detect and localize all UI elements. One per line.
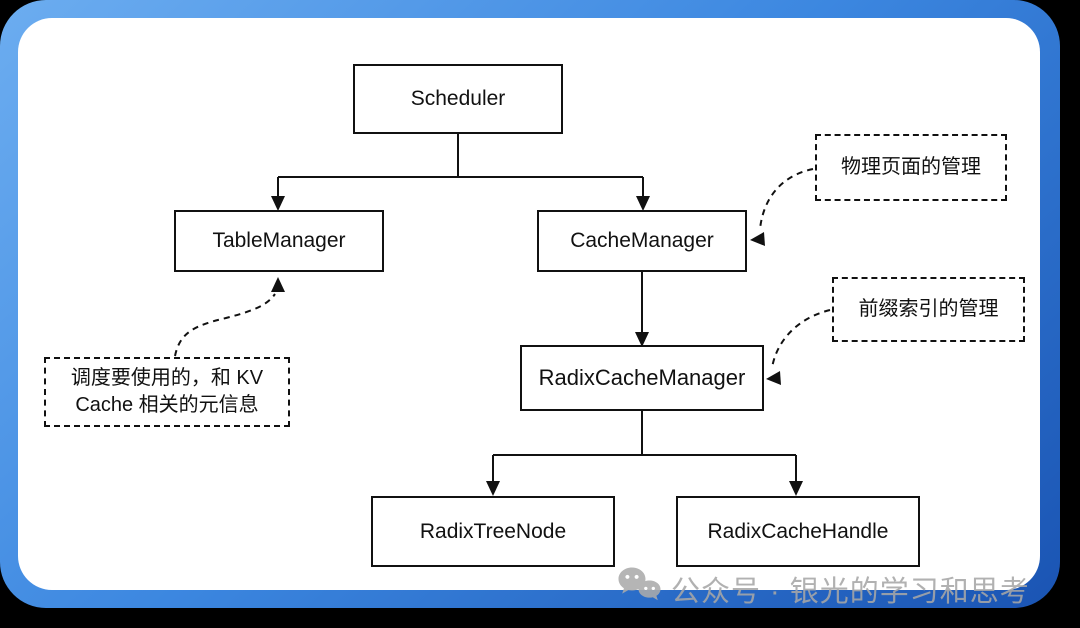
edge-note-physical xyxy=(759,168,814,230)
edge-note-prefix xyxy=(771,309,831,369)
node-radix-cache-handle: RadixCacheHandle xyxy=(676,496,920,567)
watermark-text: 公众号 · 银光的学习和思考 xyxy=(671,575,1030,608)
wechat-icon xyxy=(616,566,662,611)
node-scheduler: Scheduler xyxy=(353,64,563,134)
edge-scheduler-children xyxy=(277,134,644,198)
arrowheads xyxy=(271,196,803,496)
node-radix-tree-node: RadixTreeNode xyxy=(371,496,615,567)
node-cache-manager-label: CacheManager xyxy=(570,229,714,252)
node-cache-manager: CacheManager xyxy=(537,210,747,272)
node-radix-cache-handle-label: RadixCacheHandle xyxy=(707,519,889,543)
edge-note-kv xyxy=(174,293,276,357)
note-kv-metadata-line2: Cache 相关的元信息 xyxy=(75,394,259,416)
note-kv-metadata: 调度要使用的，和 KV Cache 相关的元信息 xyxy=(44,357,290,427)
node-radix-tree-node-label: RadixTreeNode xyxy=(419,519,567,543)
note-physical-pages: 物理页面的管理 xyxy=(815,134,1007,201)
note-prefix-index: 前缀索引的管理 xyxy=(832,277,1025,342)
note-kv-metadata-line1: 调度要使用的，和 KV xyxy=(70,367,264,389)
node-table-manager: TableManager xyxy=(174,210,384,272)
note-prefix-index-label: 前缀索引的管理 xyxy=(858,298,999,320)
watermark: 公众号 · 银光的学习和思考 xyxy=(616,566,1030,611)
node-radix-cache-manager: RadixCacheManager xyxy=(520,345,764,411)
node-radix-cache-manager-label: RadixCacheManager xyxy=(538,365,746,390)
node-table-manager-label: TableManager xyxy=(212,229,346,252)
edge-radix-children xyxy=(492,411,797,483)
node-scheduler-label: Scheduler xyxy=(410,87,506,110)
note-physical-pages-label: 物理页面的管理 xyxy=(841,156,981,178)
